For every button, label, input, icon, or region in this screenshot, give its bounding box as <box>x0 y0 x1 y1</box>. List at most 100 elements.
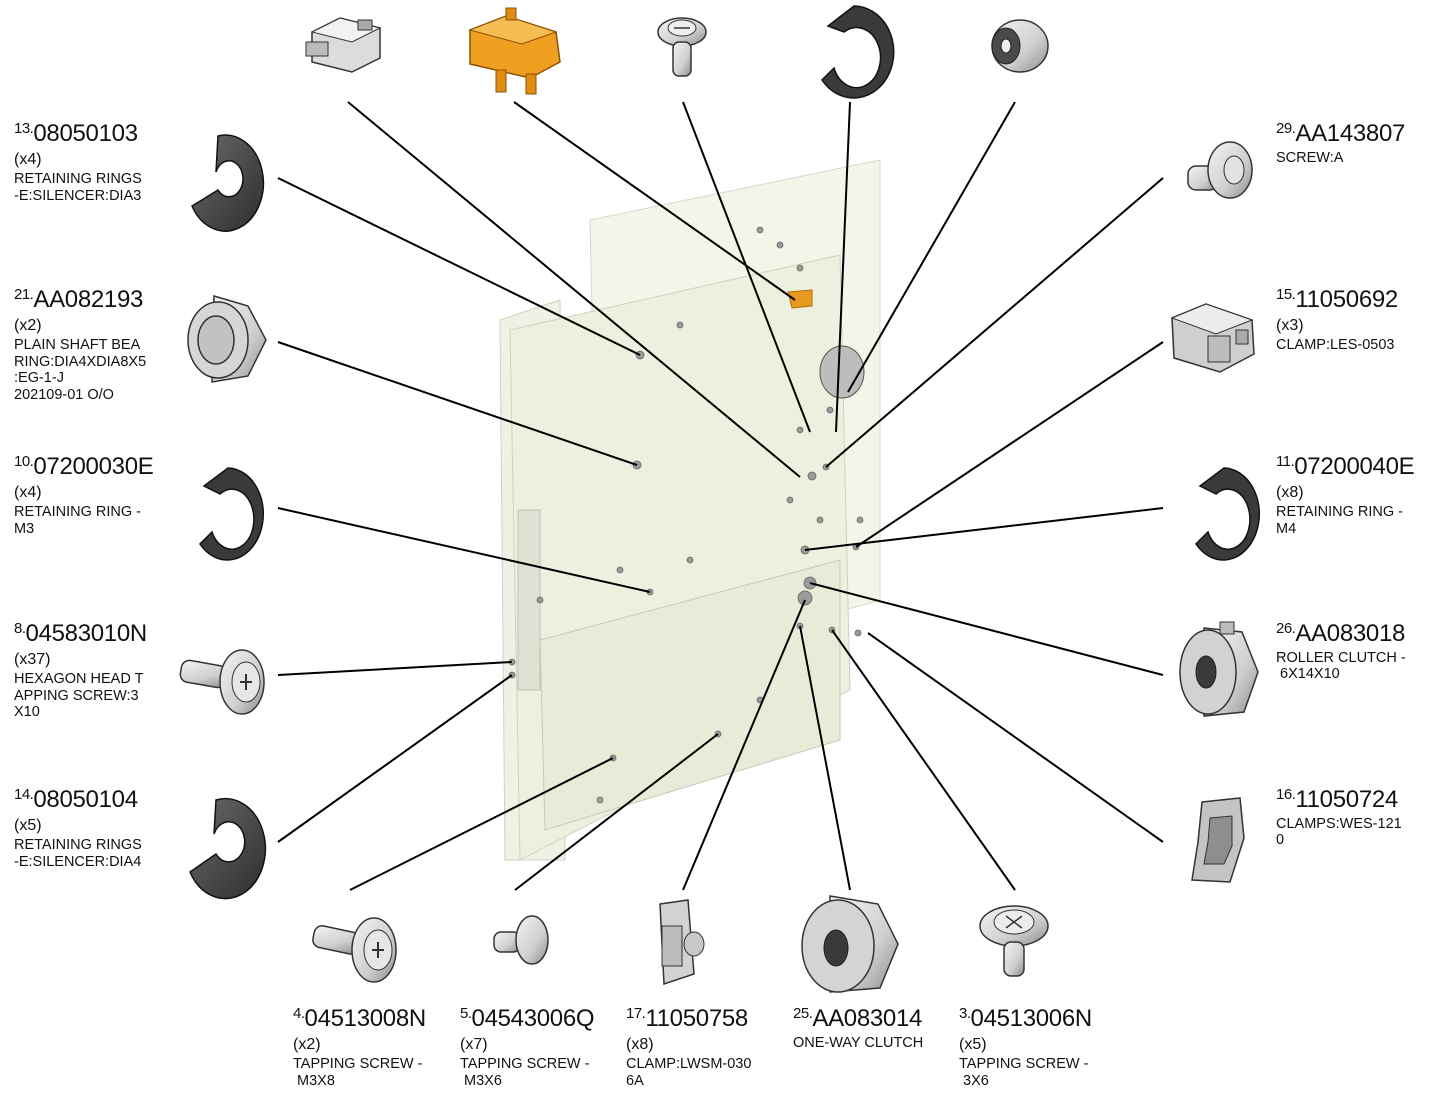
leader-line-11 <box>804 507 1164 551</box>
part-quantity: (x7) <box>460 1035 488 1053</box>
hex-screw-icon <box>657 17 707 77</box>
description-line: X10 <box>14 704 40 721</box>
description-line: SCREW:A <box>1276 149 1344 166</box>
part-index: 21. <box>14 286 34 303</box>
hex-screw-icon <box>493 915 549 965</box>
e-ring-icon <box>199 467 265 561</box>
part-quantity: (x8) <box>1276 483 1304 501</box>
part-index: 16. <box>1276 786 1296 803</box>
callout-part-13: 13.08050103 (x4) RETAINING RINGS -E:SILE… <box>14 120 142 204</box>
description-line: PLAIN SHAFT BEA <box>14 336 141 353</box>
part-number: 08050104 <box>33 786 138 813</box>
description-line: RETAINING RING - <box>14 503 142 520</box>
callout-part-25: 25.AA083014 ONE-WAY CLUTCH <box>793 1005 923 1051</box>
description-line: 6A <box>626 1072 644 1089</box>
part-number: 11050692 <box>1295 286 1398 313</box>
e-ring-silencer-icon <box>191 134 265 232</box>
hex-screw-icon <box>979 905 1049 977</box>
callout-part-16: 16.11050724 CLAMPS:WES-121 0 <box>1276 786 1402 849</box>
part-index: 11. <box>1276 453 1295 470</box>
part-number: AA083014 <box>812 1005 923 1032</box>
part-index: 4. <box>293 1005 305 1022</box>
switch-block-icon <box>305 17 382 73</box>
callout-part-17: 17.11050758 (x8) CLAMP:LWSM-030 6A <box>626 1005 751 1089</box>
assembly-fasteners <box>508 226 864 804</box>
callout-part-26: 26.AA083018 ROLLER CLUTCH - 6X14X10 <box>1276 620 1406 683</box>
description-line: RETAINING RING - <box>1276 503 1404 520</box>
part-description: ONE-WAY CLUTCH <box>793 1035 923 1052</box>
leader-line-top-5 <box>847 101 1016 393</box>
part-quantity: (x5) <box>959 1035 987 1053</box>
description-line: 3X6 <box>959 1072 989 1089</box>
part-description: CLAMPS:WES-121 0 <box>1276 816 1402 849</box>
part-number: AA082193 <box>33 286 144 313</box>
callout-part-4: 4.04513008N (x2) TAPPING SCREW - M3X8 <box>293 1005 426 1089</box>
part-quantity: (x2) <box>14 316 42 334</box>
leader-line-5 <box>514 733 719 891</box>
callout-part-10: 10.07200030E (x4) RETAINING RING - M3 <box>14 453 154 537</box>
part-description: RETAINING RING - M4 <box>1276 504 1414 537</box>
part-index: 17. <box>626 1005 646 1022</box>
description-line: :EG-1-J <box>14 370 64 387</box>
description-line: -E:SILENCER:DIA4 <box>14 853 142 870</box>
callout-part-21: 21.AA082193 (x2) PLAIN SHAFT BEA RING:DI… <box>14 286 146 404</box>
leader-line-21 <box>277 341 638 466</box>
leader-line-top-3 <box>682 101 811 433</box>
part-description: RETAINING RING - M3 <box>14 504 153 537</box>
part-number: 07200030E <box>33 453 154 480</box>
assembly-lower-frame <box>539 559 841 831</box>
description-line: CLAMP:LWSM-030 <box>626 1055 752 1072</box>
part-description: RETAINING RINGS -E:SILENCER:DIA3 <box>14 171 142 204</box>
description-line: -E:SILENCER:DIA3 <box>14 187 142 204</box>
description-line: RETAINING RINGS <box>14 836 142 853</box>
part-quantity: (x8) <box>626 1035 654 1053</box>
part-description: ROLLER CLUTCH - 6X14X10 <box>1276 650 1406 683</box>
part-number: 04583010N <box>25 620 148 647</box>
leader-line-17 <box>682 599 806 891</box>
part-quantity: (x5) <box>14 816 42 834</box>
part-index: 8. <box>14 620 26 637</box>
orange-bracket-icon <box>468 7 561 95</box>
description-line: ONE-WAY CLUTCH <box>793 1034 924 1051</box>
description-line: TAPPING SCREW - <box>959 1055 1089 1072</box>
clamp-icon <box>1170 303 1255 373</box>
description-line: 0 <box>1276 832 1285 849</box>
one-way-clutch-icon <box>801 895 899 993</box>
main-assembly <box>499 159 881 861</box>
description-line: M3X6 <box>460 1072 502 1089</box>
part-quantity: (x2) <box>293 1035 321 1053</box>
callout-part-15: 15.11050692 (x3) CLAMP:LES-0503 <box>1276 286 1398 354</box>
part-description: PLAIN SHAFT BEA RING:DIA4XDIA8X5 :EG-1-J… <box>14 337 146 404</box>
description-line: CLAMPS:WES-121 <box>1276 815 1402 832</box>
e-ring-silencer-icon <box>189 797 267 900</box>
leader-line-26 <box>809 582 1164 676</box>
part-quantity: (x37) <box>14 650 51 668</box>
part-number: 04513008N <box>304 1005 427 1032</box>
part-index: 15. <box>1276 286 1296 303</box>
part-description: RETAINING RINGS -E:SILENCER:DIA4 <box>14 837 142 870</box>
description-line: TAPPING SCREW - <box>293 1055 423 1072</box>
leader-line-3 <box>831 629 1016 891</box>
callout-part-29: 29.AA143807 SCREW:A <box>1276 120 1405 166</box>
description-line: APPING SCREW:3 <box>14 687 139 704</box>
part-index: 3. <box>959 1005 971 1022</box>
description-line: ROLLER CLUTCH - <box>1276 649 1406 666</box>
part-description: TAPPING SCREW - M3X6 <box>460 1056 594 1089</box>
part-number: 11050758 <box>645 1005 748 1032</box>
callout-part-14: 14.08050104 (x5) RETAINING RINGS -E:SILE… <box>14 786 142 870</box>
leader-line-8 <box>277 661 513 676</box>
description-line: HEXAGON HEAD T <box>14 670 144 687</box>
part-number: AA143807 <box>1295 120 1406 147</box>
orange-bracket-mounted <box>787 289 813 309</box>
part-number: 07200040E <box>1294 453 1415 480</box>
description-line: TAPPING SCREW - <box>460 1055 590 1072</box>
leader-line-14 <box>277 674 513 843</box>
roller-clutch-icon <box>1179 621 1259 717</box>
part-number: 04543006Q <box>471 1005 595 1032</box>
leader-line-top-4 <box>835 101 851 433</box>
description-line: RETAINING RINGS <box>14 170 142 187</box>
bushing-mounted <box>819 345 865 399</box>
part-number: AA083018 <box>1295 620 1406 647</box>
part-index: 13. <box>14 120 34 137</box>
